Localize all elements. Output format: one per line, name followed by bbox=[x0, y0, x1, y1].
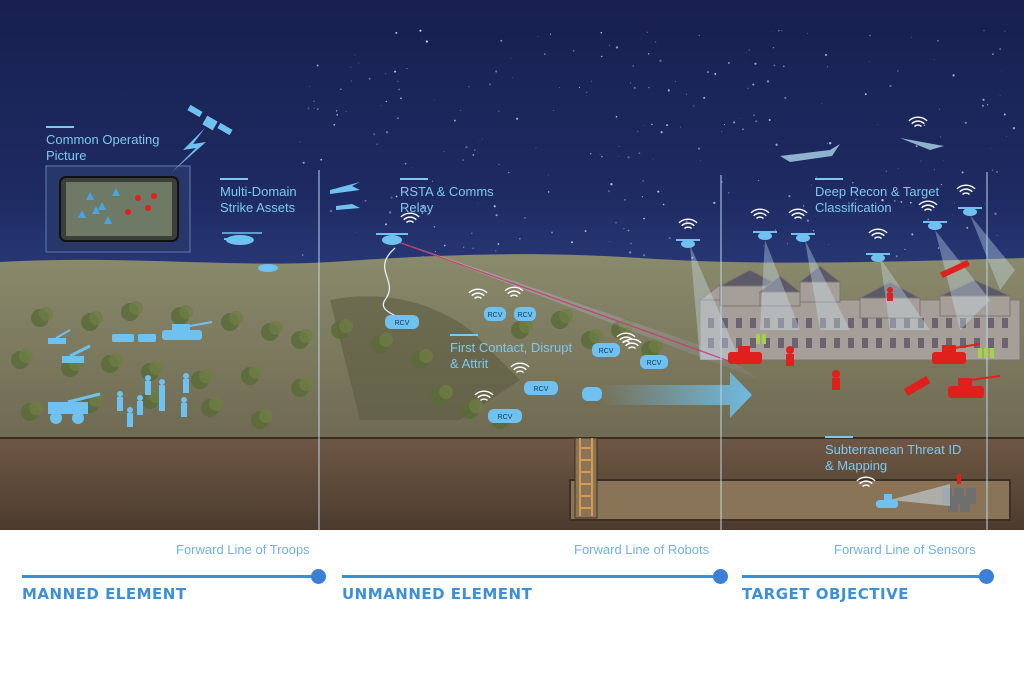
rcv-icon: RCV bbox=[514, 307, 536, 321]
sensor-beams bbox=[690, 215, 1015, 360]
svg-text:RCV: RCV bbox=[647, 360, 662, 367]
rcv-icon: RCV bbox=[640, 355, 668, 369]
sensors-marker bbox=[979, 569, 994, 584]
rcv-icon: RCV bbox=[524, 381, 558, 395]
unmanned-element-label: UNMANNED ELEMENT bbox=[342, 585, 533, 603]
helicopter-icon bbox=[222, 232, 278, 272]
rcv-icon: RCV bbox=[484, 307, 506, 321]
comms-tether bbox=[382, 247, 401, 319]
ground-robot-icon bbox=[876, 494, 898, 508]
label-subterranean: Subterranean Threat ID & Mapping bbox=[825, 436, 961, 474]
tank-icon bbox=[112, 321, 213, 342]
civilian-markers bbox=[756, 334, 994, 358]
svg-text:RCV: RCV bbox=[488, 312, 503, 319]
tunnel-shaft bbox=[574, 437, 598, 519]
rcv-icon: RCV bbox=[488, 409, 522, 423]
jet-icon bbox=[330, 182, 360, 210]
rcv-icon: RCV bbox=[385, 315, 419, 329]
relay-drone-icon bbox=[376, 233, 408, 245]
star-field bbox=[299, 29, 1016, 261]
wireless-signal-icons bbox=[400, 116, 976, 488]
forward-line-sensors: Forward Line of Sensors bbox=[834, 542, 976, 557]
label-common-operating-picture: Common Operating Picture bbox=[46, 126, 159, 164]
svg-text:RCV: RCV bbox=[395, 320, 410, 327]
svg-text:RCV: RCV bbox=[599, 348, 614, 355]
scan-beam bbox=[890, 484, 950, 506]
satellite-icon bbox=[187, 104, 233, 136]
rcv-vehicles: RCV RCV RCV RCV RCV RCV RCV bbox=[385, 307, 668, 423]
rcv-icon: RCV bbox=[592, 343, 620, 357]
svg-text:RCV: RCV bbox=[534, 386, 549, 393]
target-track bbox=[742, 575, 988, 578]
manned-element-label: MANNED ELEMENT bbox=[22, 585, 187, 603]
recon-drones bbox=[676, 207, 982, 262]
label-multi-domain: Multi-Domain Strike Assets bbox=[220, 178, 297, 216]
troops-marker bbox=[311, 569, 326, 584]
soldier-icons bbox=[117, 373, 189, 427]
ladder-icon bbox=[579, 438, 593, 516]
svg-text:RCV: RCV bbox=[498, 414, 513, 421]
forward-line-robots: Forward Line of Robots bbox=[574, 542, 710, 557]
castle-windows bbox=[708, 318, 1008, 348]
manned-track bbox=[22, 575, 319, 578]
rcv-icon bbox=[582, 387, 602, 401]
label-deep-recon: Deep Recon & Target Classification bbox=[815, 178, 939, 216]
battlefield-scene: RCV RCV RCV RCV RCV RCV RCV bbox=[0, 0, 1024, 530]
label-first-contact: First Contact, Disrupt & Attrit bbox=[450, 334, 572, 372]
target-objective-label: TARGET OBJECTIVE bbox=[742, 585, 909, 603]
robots-marker bbox=[713, 569, 728, 584]
advance-arrow bbox=[600, 372, 752, 418]
label-rsta: RSTA & Comms Relay bbox=[400, 178, 494, 216]
svg-text:RCV: RCV bbox=[518, 312, 533, 319]
unmanned-track bbox=[342, 575, 722, 578]
artillery-icon bbox=[48, 329, 101, 424]
relay-link bbox=[400, 242, 760, 380]
enemy-forces bbox=[728, 259, 1001, 398]
forward-line-troops: Forward Line of Troops bbox=[176, 542, 310, 557]
uav-icon bbox=[780, 138, 944, 162]
